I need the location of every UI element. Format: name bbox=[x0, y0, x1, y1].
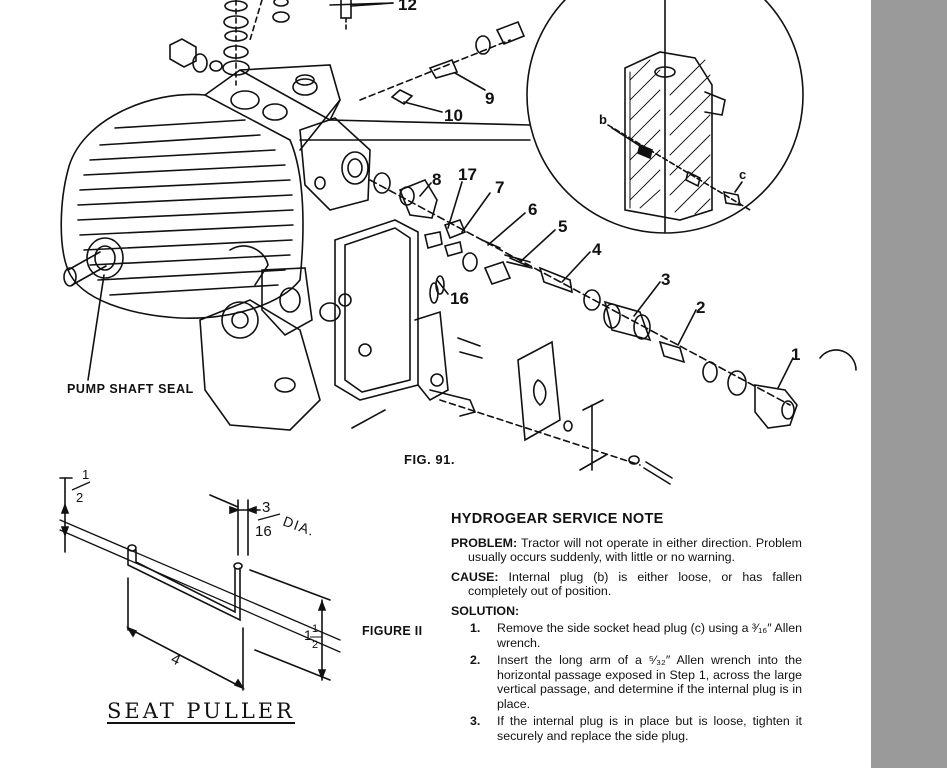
exploded-pump-diagram: 12 9 10 8 17 7 6 5 4 3 2 1 16 b c 1 2 3 … bbox=[59, 0, 857, 691]
axis-parts bbox=[373, 172, 798, 429]
upper-parts bbox=[299, 20, 531, 141]
viewer-gutter bbox=[871, 0, 947, 768]
callout-12: 12 bbox=[398, 0, 417, 14]
problem-text: Tractor will not operate in either direc… bbox=[468, 535, 803, 565]
lower-bracket bbox=[199, 245, 321, 431]
callout-10: 10 bbox=[444, 106, 463, 125]
callout-17: 17 bbox=[458, 165, 477, 184]
callout-leaders bbox=[329, 2, 794, 389]
manual-page: 12 9 10 8 17 7 6 5 4 3 2 1 16 b c 1 2 3 … bbox=[59, 0, 857, 743]
seat-puller-title: SEAT PULLER bbox=[107, 699, 295, 724]
assembly-axis bbox=[369, 179, 791, 406]
step-text: Insert the long arm of a ⁵⁄₃₂″ Allen wre… bbox=[497, 653, 802, 711]
cause-text: Internal plug (b) is either loose, or ha… bbox=[468, 569, 802, 599]
dim-dia-suffix: DIA. bbox=[281, 513, 318, 539]
dim-dia-num: 3 bbox=[262, 499, 270, 516]
left-plug bbox=[169, 38, 223, 73]
dim-right-num: 1 bbox=[312, 623, 318, 635]
dim-top-den: 2 bbox=[76, 490, 83, 505]
pump-shaft bbox=[63, 237, 124, 381]
cause-label: CAUSE: bbox=[451, 569, 499, 584]
callout-7: 7 bbox=[495, 178, 504, 197]
callout-6: 6 bbox=[528, 200, 537, 219]
pump-shaft-seal-label: PUMP SHAFT SEAL bbox=[67, 382, 194, 396]
note-title: HYDROGEAR SERVICE NOTE bbox=[451, 511, 664, 527]
callout-c: c bbox=[739, 167, 746, 182]
step-number: 1. bbox=[470, 621, 481, 635]
solution-step: 1. Remove the side socket head plug (c) … bbox=[451, 621, 802, 650]
step-number: 2. bbox=[470, 653, 481, 667]
problem-label: PROBLEM: bbox=[451, 535, 518, 550]
solution-step: 3. If the internal plug is in place but … bbox=[451, 714, 802, 743]
top-washer-stack bbox=[222, 0, 290, 86]
lower-plate bbox=[439, 340, 673, 485]
seat-puller-drawing bbox=[59, 477, 341, 691]
callout-4: 4 bbox=[592, 240, 602, 259]
dim-right-den: 2 bbox=[312, 639, 318, 651]
callout-9: 9 bbox=[485, 89, 494, 108]
callout-b: b bbox=[599, 112, 607, 127]
inset-detail bbox=[526, 0, 804, 234]
binding-mark bbox=[819, 349, 857, 371]
solution-label: SOLUTION: bbox=[451, 603, 520, 618]
callout-1: 1 bbox=[791, 345, 800, 364]
callout-8: 8 bbox=[432, 170, 441, 189]
valve-plate bbox=[319, 219, 483, 429]
dim-right-whole: 1 bbox=[304, 627, 312, 643]
figure-91-caption: FIG. 91. bbox=[404, 452, 455, 467]
cause-paragraph: CAUSE: Internal plug (b) is either loose… bbox=[451, 570, 802, 599]
dim-length: 4 bbox=[168, 650, 183, 669]
problem-paragraph: PROBLEM: Tractor will not operate in eit… bbox=[451, 536, 802, 565]
callout-5: 5 bbox=[558, 217, 567, 236]
callout-16: 16 bbox=[450, 289, 469, 308]
dim-top-num: 1 bbox=[82, 467, 89, 482]
callout-3: 3 bbox=[661, 270, 670, 289]
dim-dia-den: 16 bbox=[255, 523, 272, 540]
callout-2: 2 bbox=[696, 298, 705, 317]
step-number: 3. bbox=[470, 714, 481, 728]
hydrogear-service-note: HYDROGEAR SERVICE NOTE PROBLEM: Tractor … bbox=[451, 512, 802, 743]
step-text: If the internal plug is in place but is … bbox=[497, 714, 802, 743]
step-text: Remove the side socket head plug (c) usi… bbox=[497, 621, 802, 650]
solution-step: 2. Insert the long arm of a ⁵⁄₃₂″ Allen … bbox=[451, 653, 802, 711]
pump-housing bbox=[60, 64, 371, 319]
figure-ii-label: FIGURE II bbox=[362, 624, 423, 638]
